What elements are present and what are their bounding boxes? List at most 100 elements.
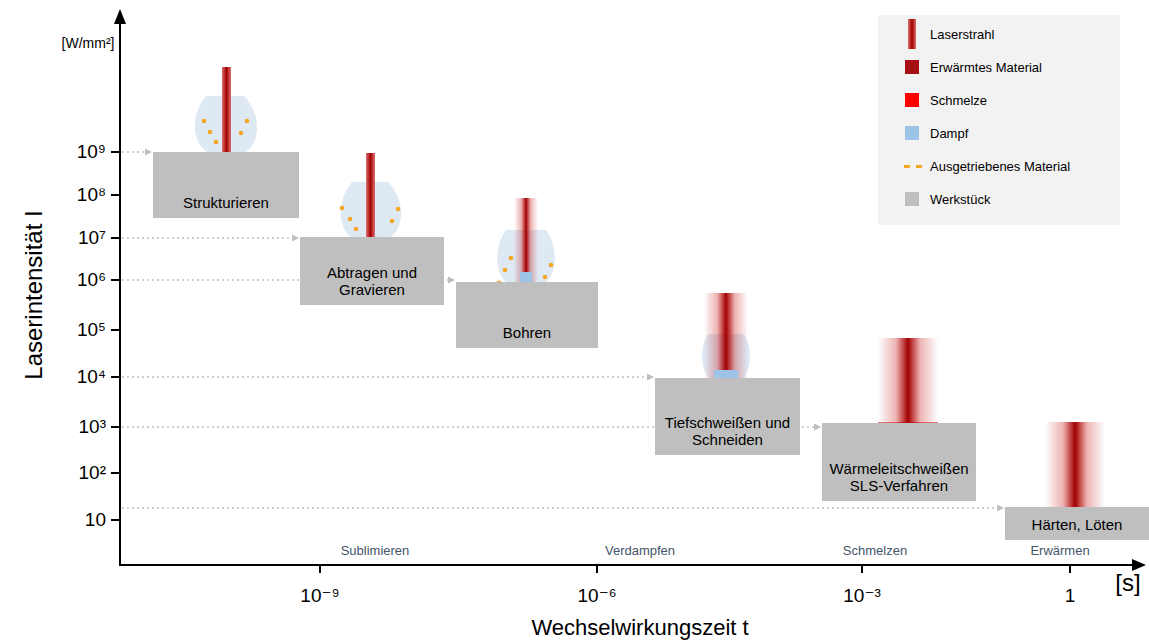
- tick-label: 10⁵: [77, 320, 106, 341]
- legend-label: Erwärmtes Material: [930, 60, 1042, 75]
- axis-line: [111, 519, 120, 521]
- axis-title: Wechselwirkungszeit t: [531, 616, 748, 640]
- axis-arrowhead: [114, 9, 126, 24]
- unit-label: [s]: [1115, 570, 1140, 596]
- process-box: Strukturieren: [153, 152, 299, 218]
- tick-label: 10⁷: [78, 228, 106, 249]
- tick-label: 10⁻⁶: [578, 586, 617, 607]
- axis-line: [319, 565, 321, 573]
- axis-line: [861, 565, 863, 573]
- axis-line: [111, 151, 120, 153]
- tick-label: 10²: [79, 463, 106, 484]
- process-label: Tiefschweißen und Schneiden: [660, 414, 795, 449]
- legend-row: Erwärmtes Material: [878, 52, 1120, 82]
- ejected-material: [239, 131, 244, 136]
- laser-beam: [704, 293, 748, 383]
- phase-label: Schmelzen: [843, 544, 907, 558]
- legend-label: Ausgetriebenes Material: [930, 159, 1070, 174]
- axis-line: [1069, 565, 1071, 573]
- tick-label: 10⁶: [77, 270, 106, 291]
- process-label: Abtragen und Gravieren: [305, 264, 439, 299]
- guide-arrow: [122, 152, 998, 508]
- guide-arrow: [122, 507, 998, 509]
- legend-label: Schmelze: [930, 93, 987, 108]
- unit-label: [W/mm²]: [62, 36, 115, 51]
- legend-row: Laserstrahl: [878, 19, 1120, 49]
- ejected-material: [503, 268, 508, 273]
- axis-line: [111, 426, 120, 428]
- guide-arrowhead: [292, 235, 299, 242]
- phase-label: Erwärmen: [1030, 544, 1089, 558]
- ejected-material: [214, 140, 219, 145]
- melt-pool: [221, 152, 938, 446]
- ejected-material: [208, 130, 213, 135]
- guide-arrowhead: [145, 149, 1004, 512]
- axis-title: Laserintensität I: [21, 210, 47, 379]
- tick-label: 10⁻⁹: [300, 586, 339, 607]
- ejected-material: [348, 217, 353, 222]
- process-box: Wärmeleitschweißen SLS-Verfahren: [822, 423, 976, 501]
- legend-swatch: [905, 192, 919, 206]
- axis-line: [111, 194, 120, 196]
- axis-arrowhead: [114, 9, 1146, 571]
- axis-line: [119, 20, 121, 566]
- process-box: Tiefschweißen und Schneiden: [655, 378, 800, 455]
- process-label: Härten, Löten: [1032, 516, 1123, 534]
- axis-line: [111, 237, 120, 239]
- ejected-material: [340, 206, 345, 211]
- process-box: Härten, Löten: [1005, 507, 1149, 540]
- ejected-material: [245, 119, 250, 124]
- laser-beam: [366, 153, 375, 239]
- guide-arrowhead: [997, 505, 1004, 512]
- axis-line: [111, 376, 120, 378]
- laser-beam: [878, 338, 938, 424]
- ejected-material: [543, 275, 548, 280]
- guide-arrowhead: [814, 424, 821, 431]
- guide-arrowhead: [145, 149, 152, 156]
- legend-panel: LaserstrahlErwärmtes MaterialSchmelzeDam…: [878, 15, 1120, 225]
- tick-label: 10⁻³: [843, 586, 881, 607]
- axis-line: [111, 20, 1136, 573]
- process-box: Abtragen und Gravieren: [300, 237, 444, 305]
- phase-label: Verdampfen: [605, 544, 675, 558]
- legend-swatch: [905, 126, 919, 140]
- phase-label: Sublimieren: [341, 544, 410, 558]
- tick-label: 10⁸: [77, 185, 106, 206]
- legend-row: Ausgetriebenes Material: [878, 151, 1120, 181]
- process-label: Strukturieren: [183, 194, 269, 212]
- legend-row: Schmelze: [878, 85, 1120, 115]
- axis-line: [111, 472, 120, 474]
- ejected-material: [396, 207, 401, 212]
- axis-line: [596, 565, 598, 573]
- guide-arrow: [122, 376, 648, 378]
- legend-swatch: [905, 93, 919, 107]
- legend-row: Dampf: [878, 118, 1120, 148]
- legend-row: Werkstück: [878, 184, 1120, 214]
- ejected-material: [509, 256, 514, 261]
- vapor-plume: [195, 96, 750, 378]
- laser-beam: [222, 67, 231, 154]
- ejected-material: [202, 119, 207, 124]
- legend-label: Laserstrahl: [930, 27, 994, 42]
- axis-line: [119, 564, 1136, 566]
- guide-arrowhead: [647, 374, 654, 381]
- legend-label: Werkstück: [930, 192, 990, 207]
- legend-sample: [904, 165, 922, 168]
- laser-beam: [1045, 422, 1105, 508]
- guide-arrowhead: [448, 277, 455, 284]
- guide-arrow: [122, 237, 293, 239]
- tick-label: 1: [1065, 586, 1076, 607]
- process-label: Wärmeleitschweißen SLS-Verfahren: [827, 460, 971, 495]
- ejected-material: [354, 227, 359, 232]
- axis-line: [111, 279, 120, 281]
- legend-sample: [908, 19, 916, 49]
- ejected-material: [390, 219, 395, 224]
- legend-swatch: [905, 60, 919, 74]
- tick-label: 10: [85, 510, 106, 531]
- axis-line: [111, 329, 120, 331]
- tick-label: 10⁴: [77, 367, 106, 388]
- tick-label: 10⁹: [77, 142, 106, 163]
- process-label: Bohren: [503, 324, 551, 342]
- legend-label: Dampf: [930, 126, 968, 141]
- ejected-material: [549, 263, 554, 268]
